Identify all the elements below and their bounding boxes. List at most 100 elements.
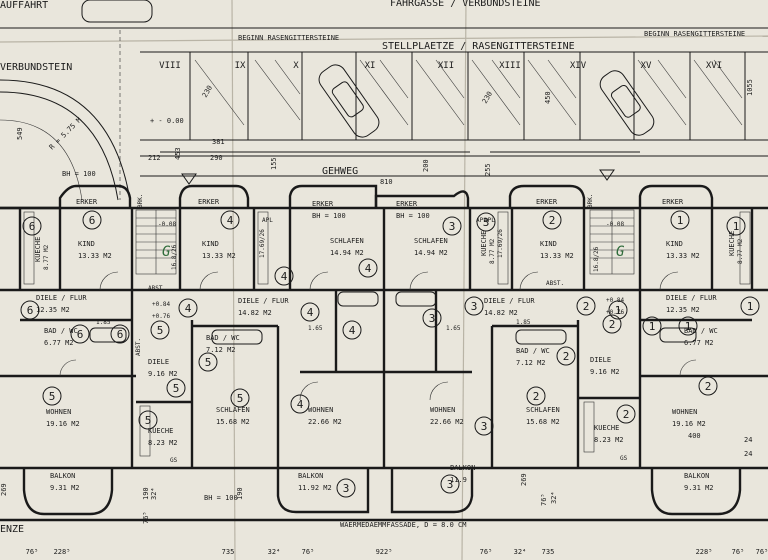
stair-label: +0.84 <box>606 297 624 304</box>
unit-number: 1 <box>649 320 656 333</box>
paper-fold-line <box>461 0 467 560</box>
unit-circle <box>358 258 378 278</box>
room-area: 9.16 M2 <box>590 368 620 376</box>
unit-number: 4 <box>307 306 314 319</box>
unit-number-marker: 3 <box>422 308 442 328</box>
unit-number-marker: 4 <box>274 266 294 286</box>
room-area: BH = 100 <box>312 212 346 220</box>
unit-number-marker: 1 <box>726 216 746 236</box>
parking-number: IX <box>235 61 246 71</box>
car-icon <box>318 64 380 138</box>
unit-number: 6 <box>89 214 96 227</box>
unit-number: 3 <box>429 312 436 325</box>
unit-circle <box>198 352 218 372</box>
dimension-label: 450 <box>544 91 552 104</box>
room-area: 19.16 M2 <box>672 420 706 428</box>
car-icon <box>599 70 655 136</box>
room-name: ERKER <box>396 200 418 208</box>
unit-number-marker: 3 <box>476 212 496 232</box>
unit-number-marker: 2 <box>616 404 636 424</box>
unit-circle <box>422 308 442 328</box>
level-label: + - 0.00 <box>150 117 184 125</box>
unit-number: 5 <box>145 414 152 427</box>
room-area: 13.33 M2 <box>202 252 236 260</box>
room-area: 15.68 M2 <box>526 418 560 426</box>
parking-number: X <box>293 61 299 71</box>
room-area: 13.33 M2 <box>540 252 574 260</box>
room-name: SCHLAFEN <box>330 237 364 245</box>
fahrgasse-label: FAHRGASSE / VERBUNDSTEINE <box>390 0 541 9</box>
unit-circle <box>678 316 698 336</box>
radius-label: R = 5.75 M <box>48 116 83 151</box>
border-label: ENZE <box>0 524 24 535</box>
room-area: 13.33 M2 <box>666 252 700 260</box>
entry-arrow-icon <box>599 169 615 181</box>
unit-number-marker: 2 <box>602 314 622 334</box>
unit-number: 1 <box>747 300 754 313</box>
parking-number: XIV <box>570 61 587 71</box>
unit-circle <box>726 216 746 236</box>
unit-number-marker: 2 <box>698 376 718 396</box>
bh-label: BH = 100 <box>204 494 238 502</box>
unit-number: 1 <box>685 320 692 333</box>
room-name: BAD / WC <box>684 327 718 335</box>
unit-number-marker: 6 <box>82 210 102 230</box>
stair-label: 17.69/26 <box>497 229 504 258</box>
unit-circle <box>442 216 462 236</box>
unit-number-marker: 1 <box>678 316 698 336</box>
room-name: BALKON <box>50 472 75 480</box>
kitchen-counter <box>497 211 509 285</box>
unit-number-marker: 2 <box>542 210 562 230</box>
unit-number: 4 <box>281 270 288 283</box>
unit-number: 1 <box>615 304 622 317</box>
unit-number: 5 <box>205 356 212 369</box>
unit-number: 3 <box>483 216 490 229</box>
dimension-label: 32⁴ <box>550 491 558 504</box>
unit-number: 5 <box>157 324 164 337</box>
room-name: WOHNEN <box>46 408 71 416</box>
unit-number: 4 <box>227 214 234 227</box>
room-area: 15.68 M2 <box>216 418 250 426</box>
unit-circle <box>616 404 636 424</box>
unit-number-marker: 3 <box>464 296 484 316</box>
kitchen-counter <box>583 401 595 453</box>
car-icon <box>81 0 153 23</box>
room-area: 8.77 M2 <box>489 238 496 264</box>
stair-label: 1.65 <box>308 325 323 332</box>
stair-label: +0.84 <box>152 301 170 308</box>
rasengitter-hatching <box>194 59 743 126</box>
room-area: 19.16 M2 <box>46 420 80 428</box>
unit-circle <box>230 388 250 408</box>
unit-number-marker: 3 <box>474 416 494 436</box>
unit-circle <box>110 324 130 344</box>
dimension-label: 400 <box>688 432 701 440</box>
room-area: 9.31 M2 <box>50 484 80 492</box>
unit-number-marker: 6 <box>70 324 90 344</box>
dimension-label: 269 <box>0 483 8 496</box>
unit-circle <box>220 210 240 230</box>
unit-number-marker: 1 <box>642 316 662 336</box>
unit-number-marker: 1 <box>608 300 628 320</box>
dimension-label: 453 <box>174 147 182 160</box>
room-name: DIELE / FLUR <box>666 294 717 302</box>
unit-circle <box>698 376 718 396</box>
unit-number: 3 <box>343 482 350 495</box>
unit-number: 2 <box>609 318 616 331</box>
room-name: ERKER <box>662 198 684 206</box>
unit-circle <box>42 386 62 406</box>
unit-circle <box>336 478 356 498</box>
beginn-rasengitter-label: BEGINN RASENGITTERSTEINE <box>238 34 339 42</box>
room-area: 9.16 M2 <box>148 370 178 378</box>
dimension-label: 76⁵ <box>480 548 493 556</box>
bathtub-icon <box>395 291 437 307</box>
dimension-label: 230 <box>201 84 214 99</box>
unit-number: 2 <box>705 380 712 393</box>
stair-label: ABST. <box>135 338 142 356</box>
stair-label: -0.08 <box>158 221 176 228</box>
unit-number-marker: 6 <box>20 300 40 320</box>
room-name: DIELE / FLUR <box>484 297 535 305</box>
parking-number: XI <box>365 61 376 71</box>
room-area: 14.94 M2 <box>414 249 448 257</box>
room-area: 8.23 M2 <box>594 436 624 444</box>
